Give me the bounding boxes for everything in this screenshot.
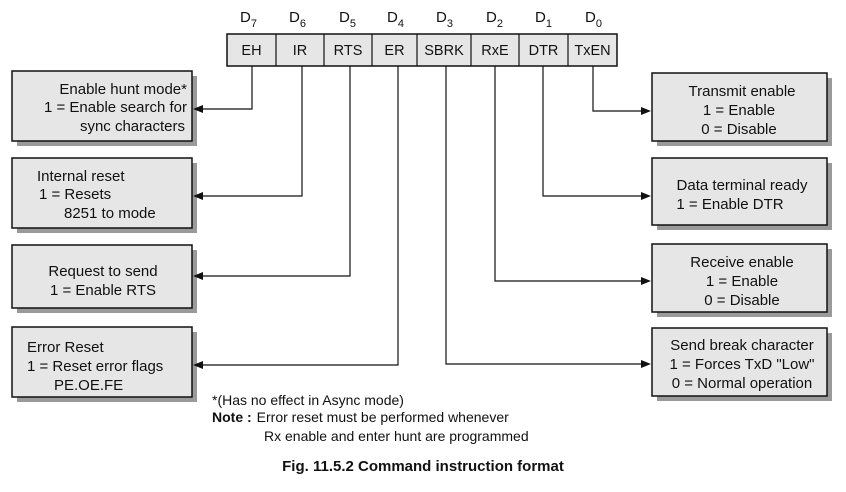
svg-text:1 = Forces TxD "Low": 1 = Forces TxD "Low": [669, 356, 814, 373]
register-cell-ir: IR: [293, 43, 308, 59]
bit-label-d7: D7: [240, 9, 257, 30]
register-cell-er: ER: [384, 43, 404, 59]
svg-text:1 = Enable: 1 = Enable: [706, 273, 778, 290]
bit-label-d4: D4: [387, 9, 404, 30]
svg-text:Error Reset: Error Reset: [27, 339, 105, 356]
svg-text:8251 to mode: 8251 to mode: [64, 205, 156, 222]
svg-text:1 = Enable search for: 1 = Enable search for: [44, 99, 187, 116]
bit-label-d1: D1: [535, 9, 552, 30]
register-cell-rxe: RxE: [481, 43, 509, 59]
footnote: *(Has no effect in Async mode): [212, 392, 404, 408]
svg-text:Request to send: Request to send: [48, 263, 157, 280]
register-cell-txen: TxEN: [574, 43, 610, 59]
svg-text:Receive enable: Receive enable: [690, 254, 793, 271]
svg-text:1 = Resets: 1 = Resets: [39, 186, 111, 203]
right-box-send-break: Send break character 1 = Forces TxD "Low…: [651, 327, 832, 401]
svg-text:Internal reset: Internal reset: [37, 168, 125, 185]
register-cell-dtr: DTR: [529, 43, 559, 59]
svg-text:1 = Enable: 1 = Enable: [703, 102, 775, 119]
svg-text:0 = Disable: 0 = Disable: [701, 121, 776, 138]
bit-label-d6: D6: [289, 9, 306, 30]
note-line-1: Note :Error reset must be performed when…: [212, 409, 509, 425]
bit-label-d0: D0: [585, 9, 602, 30]
left-box-internal-reset: Internal reset 1 = Resets 8251 to mode: [11, 157, 197, 233]
svg-text:PE.OE.FE: PE.OE.FE: [54, 377, 123, 394]
svg-text:1 = Enable DTR: 1 = Enable DTR: [676, 196, 783, 213]
svg-text:Transmit enable: Transmit enable: [689, 83, 796, 100]
bit-label-d3: D3: [436, 9, 453, 30]
register-cell-sbrk: SBRK: [424, 43, 464, 59]
left-box-enable-hunt: Enable hunt mode* 1 = Enable search for …: [11, 70, 197, 146]
right-box-data-terminal-ready: Data terminal ready 1 = Enable DTR: [651, 157, 832, 230]
bit-label-d2: D2: [486, 9, 503, 30]
connectors: [193, 66, 651, 369]
svg-text:0 = Normal operation: 0 = Normal operation: [672, 375, 813, 392]
svg-text:Send break character: Send break character: [670, 337, 813, 354]
svg-text:Enable hunt mode*: Enable hunt mode*: [59, 81, 187, 98]
register-cell-eh: EH: [241, 43, 261, 59]
right-box-receive-enable: Receive enable 1 = Enable 0 = Disable: [651, 243, 832, 317]
right-box-transmit-enable: Transmit enable 1 = Enable 0 = Disable: [651, 72, 832, 146]
bit-labels: D7 D6 D5 D4 D3 D2 D1 D0: [240, 9, 602, 30]
svg-text:Data terminal ready: Data terminal ready: [677, 177, 808, 194]
left-box-request-to-send: Request to send 1 = Enable RTS: [11, 244, 197, 313]
svg-text:1 = Reset error flags: 1 = Reset error flags: [27, 358, 163, 375]
svg-text:0 = Disable: 0 = Disable: [704, 292, 779, 309]
left-box-error-reset: Error Reset 1 = Reset error flags PE.OE.…: [11, 326, 197, 402]
svg-text:1 = Enable RTS: 1 = Enable RTS: [50, 282, 156, 299]
figure-caption: Fig. 11.5.2 Command instruction format: [282, 458, 564, 475]
svg-text:sync characters: sync characters: [80, 118, 185, 135]
note-line-2: Rx enable and enter hunt are programmed: [264, 428, 529, 444]
command-register: EH IR RTS ER SBRK RxE DTR TxEN: [226, 33, 618, 67]
register-cell-rts: RTS: [334, 43, 363, 59]
bit-label-d5: D5: [339, 9, 356, 30]
